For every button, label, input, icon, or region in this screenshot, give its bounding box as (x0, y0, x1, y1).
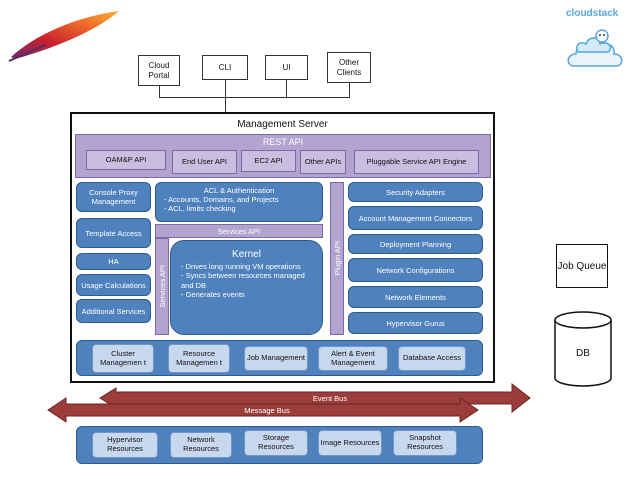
resource-hypervisor: Hypervisor Resources (92, 432, 158, 458)
client-cloud-portal: Cloud Portal (138, 55, 180, 86)
services-api-label: Services API (217, 226, 261, 236)
acl-bullet: ACL, limits checking (164, 204, 322, 213)
kernel-bullet: Generates events (181, 290, 314, 299)
rest-api-item-oamp: OAM&P API (86, 150, 166, 170)
core-item-database-access: Database Access (398, 346, 466, 371)
rest-api-item-label: Other APIs (304, 156, 342, 166)
rest-api-title: REST API (262, 136, 304, 147)
right-item-account-management: Account Management Connectors (348, 206, 483, 230)
left-item-template-access: Template Access (76, 218, 151, 248)
left-item-label: Additional Services (81, 306, 146, 316)
resource-snapshot: Snapshot Resources (393, 430, 457, 456)
left-item-usage: Usage Calculations (76, 274, 151, 296)
apache-feather-logo (8, 11, 119, 62)
core-item-alert-event: Alert & Event Management (318, 346, 388, 371)
job-queue-box: Job Queue (556, 244, 608, 288)
kernel-title: Kernel (232, 249, 261, 260)
services-api-vertical-label: Services API (157, 265, 167, 308)
client-ui: UI (265, 55, 308, 80)
right-item-network-configurations: Network Configurations (348, 258, 483, 282)
rest-api-item-label: OAM&P API (105, 154, 147, 164)
resource-label: Network Resources (183, 435, 219, 453)
plugin-api-band: Plugin API (330, 182, 344, 335)
right-item-label: Deployment Planning (379, 239, 452, 249)
rest-api-item-label: End User API (181, 156, 228, 166)
management-server-title: Management Server (237, 119, 328, 130)
acl-bullet: Accounts, Domains, and Projects (164, 195, 322, 204)
left-item-label: HA (108, 257, 119, 266)
right-item-security-adapters: Security Adapters (348, 182, 483, 202)
left-item-label: Usage Calculations (81, 280, 146, 290)
rest-api-item-label: EC2 API (254, 155, 283, 165)
db-label: DB (576, 347, 590, 359)
client-label: Other Clients (336, 58, 362, 77)
client-label: CLI (218, 62, 232, 72)
acl-authentication-box: ACL & Authentication Accounts, Domains, … (155, 182, 323, 222)
event-bus-label: Event Bus (312, 393, 348, 403)
plugin-api-label: Plugin API (332, 241, 342, 276)
kernel-bullet: Syncs between resources managed and DB (181, 271, 314, 290)
left-item-console-proxy: Console Proxy Management (76, 182, 151, 212)
rest-api-item-pluggable: Pluggable Service API Engine (354, 150, 479, 174)
cloud-mascot-icon (567, 29, 623, 67)
core-item-cluster-management: Cluster Managemen t (92, 344, 154, 373)
core-item-label: Database Access (403, 353, 461, 363)
connector-line (225, 80, 226, 98)
message-bus-label: Message Bus (244, 405, 290, 415)
resource-label: Image Resources (320, 437, 380, 447)
connector-line (159, 86, 160, 98)
acl-title: ACL & Authentication (203, 186, 275, 195)
database-cylinder-icon (554, 311, 612, 387)
left-item-ha: HA (76, 253, 151, 270)
kernel-box: Kernel Drives long running VM operations… (170, 240, 323, 335)
right-item-label: Security Adapters (386, 187, 445, 197)
left-item-additional: Additional Services (76, 299, 151, 323)
resource-storage: Storage Resources (244, 430, 308, 456)
resource-label: Hypervisor Resources (107, 435, 143, 453)
message-bus-arrow (47, 397, 479, 423)
right-item-network-elements: Network Elements (348, 286, 483, 308)
core-item-label: Cluster Managemen t (100, 348, 146, 367)
right-item-label: Network Elements (385, 292, 446, 302)
client-label: Cloud Portal (148, 61, 170, 80)
resource-label: Storage Resources (258, 433, 294, 451)
connector-line (349, 83, 350, 98)
core-item-job-management: Job Management (244, 346, 308, 371)
left-item-label: Template Access (85, 228, 142, 238)
resource-image: Image Resources (318, 430, 382, 456)
services-api-vertical-band: Services API (155, 238, 169, 335)
right-item-deployment-planning: Deployment Planning (348, 234, 483, 254)
right-item-label: Hypervisor Gurus (386, 318, 445, 328)
services-api-band: Services API (155, 224, 323, 238)
client-other: Other Clients (327, 52, 371, 83)
connector-line (286, 80, 287, 98)
core-item-resource-management: Resource Managemen t (168, 344, 230, 373)
buses-arrows (47, 382, 531, 423)
job-queue-label: Job Queue (557, 260, 607, 272)
cloudstack-logo-text: cloudstack (566, 8, 619, 19)
resource-label: Snapshot Resources (407, 433, 443, 451)
right-item-label: Network Configurations (376, 265, 455, 275)
connector-line (159, 97, 350, 98)
core-item-label: Job Management (247, 353, 305, 363)
client-cli: CLI (202, 55, 248, 80)
client-label: UI (282, 62, 291, 72)
left-item-label: Console Proxy Management (89, 188, 138, 206)
rest-api-item-end-user: End User API (172, 150, 237, 174)
right-item-label: Account Management Connectors (358, 213, 473, 223)
connector-line (225, 97, 226, 113)
cloudstack-logo: cloudstack (560, 6, 632, 78)
right-item-hypervisor-gurus: Hypervisor Gurus (348, 312, 483, 334)
resource-network: Network Resources (170, 432, 232, 458)
rest-api-item-label: Pluggable Service API Engine (366, 156, 467, 166)
core-item-label: Alert & Event Management (331, 348, 375, 367)
rest-api-item-ec2: EC2 API (241, 150, 296, 172)
rest-api-item-other: Other APIs (300, 150, 346, 174)
core-item-label: Resource Managemen t (176, 348, 222, 367)
kernel-bullet: Drives long running VM operations (181, 262, 314, 271)
